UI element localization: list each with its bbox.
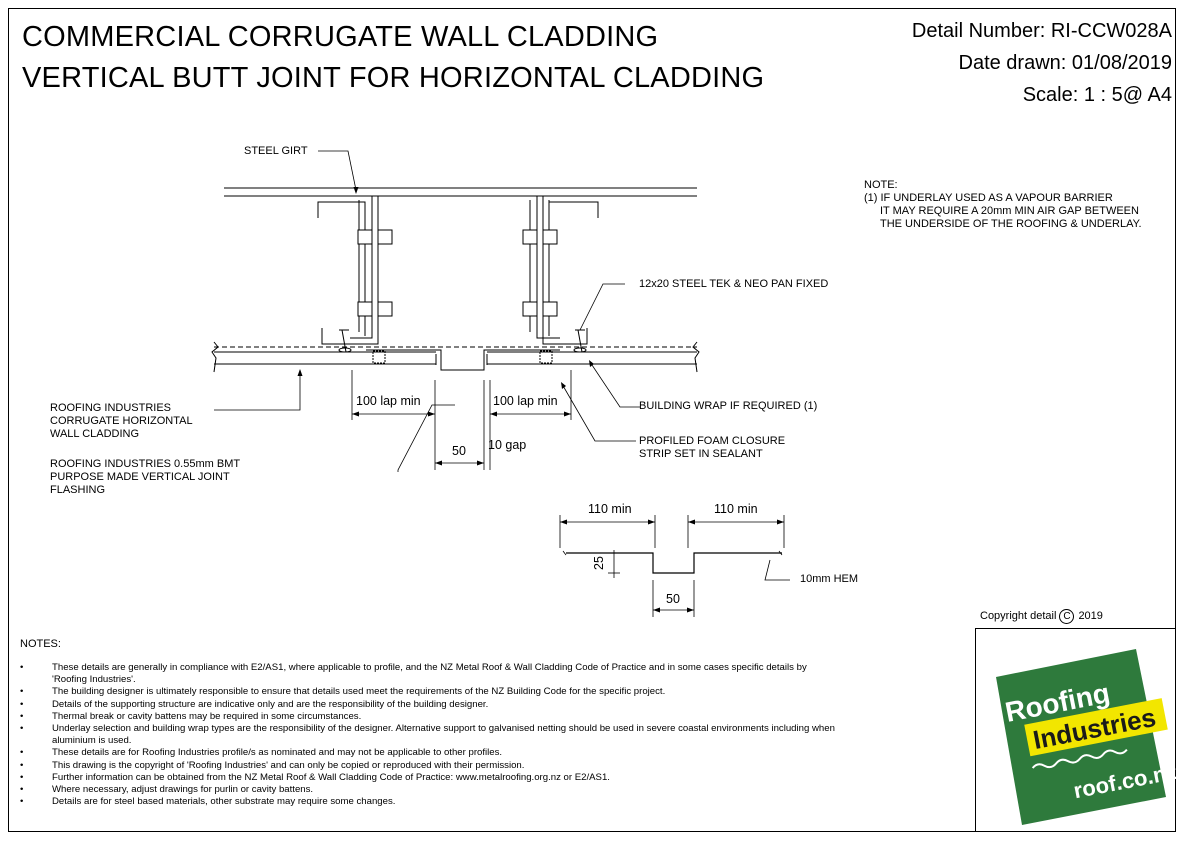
right-cladding-sheet (487, 351, 697, 365)
dim-lap-right: 100 lap min (493, 394, 558, 408)
dim-lap-left: 100 lap min (356, 394, 421, 408)
label-building-wrap: BUILDING WRAP IF REQUIRED (1) (639, 400, 818, 412)
note-item: •These details are for Roofing Industrie… (20, 747, 503, 759)
roofing-industries-logo: Roofing Industries roof.co.nz (996, 649, 1179, 825)
left-cleat (317, 196, 379, 345)
note-item: •Details are for steel based materials, … (20, 796, 396, 808)
note-item: •Details of the supporting structure are… (20, 698, 489, 710)
left-cladding-sheet (214, 351, 436, 365)
note-item: •Underlay selection and building wrap ty… (20, 723, 835, 747)
side-note: NOTE: (1) IF UNDERLAY USED AS A VAPOUR B… (864, 179, 1142, 230)
drawing-border (8, 8, 1176, 832)
notes-title: NOTES: (20, 638, 61, 650)
label-cladding: ROOFING INDUSTRIES CORRUGATE HORIZONTAL … (50, 402, 193, 440)
joint-flashing (366, 349, 560, 371)
dim-flash-left: 110 min (588, 502, 632, 516)
dim-flash-right: 110 min (714, 502, 758, 516)
detail-number: Detail Number: RI-CCW028A (911, 20, 1172, 42)
drawing-title-line2: VERTICAL BUTT JOINT FOR HORIZONTAL CLADD… (22, 62, 765, 94)
note-item: •These details are generally in complian… (20, 662, 807, 686)
label-foam-closure: PROFILED FOAM CLOSURE STRIP SET IN SEALA… (639, 435, 786, 460)
dim-flash-depth: 25 (591, 556, 606, 570)
note-item: •Thermal break or cavity battens may be … (20, 710, 362, 722)
label-hem: 10mm HEM (800, 573, 859, 585)
copyright-icon: C (1059, 609, 1075, 624)
steel-girt (224, 187, 697, 197)
logo-panel: Roofing Industries roof.co.nz (975, 628, 1179, 832)
dim-gap: 10 gap (488, 438, 527, 452)
label-steel-girt: STEEL GIRT (244, 145, 308, 157)
dim-flash-width: 50 (666, 592, 680, 606)
note-item: •The building designer is ultimately res… (20, 686, 666, 698)
label-tek-screw: 12x20 STEEL TEK & NEO PAN FIXED (639, 278, 829, 290)
drawing-title-line1: COMMERCIAL CORRUGATE WALL CLADDING (22, 21, 659, 53)
note-item: •Further information can be obtained fro… (20, 771, 610, 783)
dim-joint-width: 50 (452, 444, 466, 458)
right-cleat (529, 196, 599, 345)
note-item: •This drawing is the copyright of 'Roofi… (20, 759, 525, 771)
note-item: •Where necessary, adjust drawings for pu… (20, 784, 314, 796)
date-drawn: Date drawn: 01/08/2019 (958, 52, 1173, 74)
label-flashing: ROOFING INDUSTRIES 0.55mm BMT PURPOSE MA… (50, 458, 241, 496)
drawing-scale: Scale: 1 : 5@ A4 (1022, 84, 1172, 106)
notes-list: •These details are generally in complian… (20, 662, 842, 808)
